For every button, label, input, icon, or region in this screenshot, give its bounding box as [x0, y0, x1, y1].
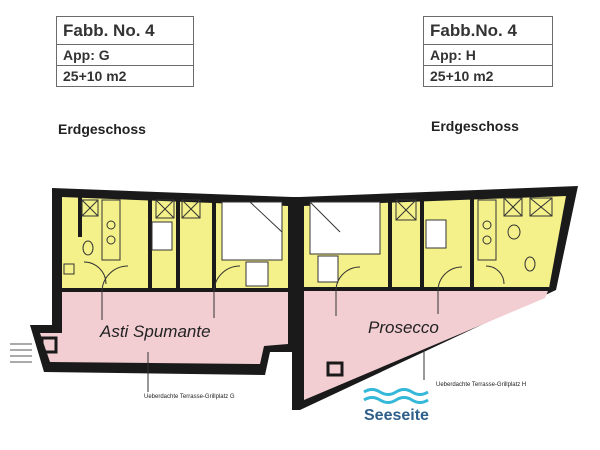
- unit-g-title: Fabb. No. 4: [57, 17, 193, 45]
- apartment-h-terrace: [304, 291, 548, 400]
- unit-h-floor-label: Erdgeschoss: [431, 118, 519, 134]
- unit-h-app: App: H: [424, 45, 552, 66]
- unit-g-info-box: Fabb. No. 4 App: G 25+10 m2: [56, 16, 194, 87]
- unit-g-app: App: G: [57, 45, 193, 66]
- wave-icon: [363, 388, 429, 404]
- apartment-g-fixtures: [63, 199, 283, 293]
- entry-steps: [10, 343, 32, 363]
- apartment-g-walls: [62, 197, 288, 292]
- apartment-g-name: Asti Spumante: [99, 322, 211, 341]
- unit-g-floor-label: Erdgeschoss: [58, 121, 146, 137]
- unit-g-area: 25+10 m2: [63, 68, 127, 84]
- apartment-h-walls: [304, 198, 549, 291]
- sea-side-label: Seeseite: [364, 407, 429, 424]
- terrace-h-label: Ueberdachte Terrasse-Grillplatz H: [436, 382, 526, 388]
- unit-h-title: Fabb.No. 4: [424, 17, 552, 45]
- terrace-g-label: Ueberdachte Terrasse-Grillplatz G: [144, 394, 235, 400]
- terrace-details: [40, 291, 439, 392]
- apartment-h-fixtures: [309, 197, 553, 292]
- apartment-h-name: Prosecco: [368, 318, 439, 337]
- unit-h-area: 25+10 m2: [430, 68, 494, 84]
- unit-h-info-box: Fabb.No. 4 App: H 25+10 m2: [423, 16, 553, 87]
